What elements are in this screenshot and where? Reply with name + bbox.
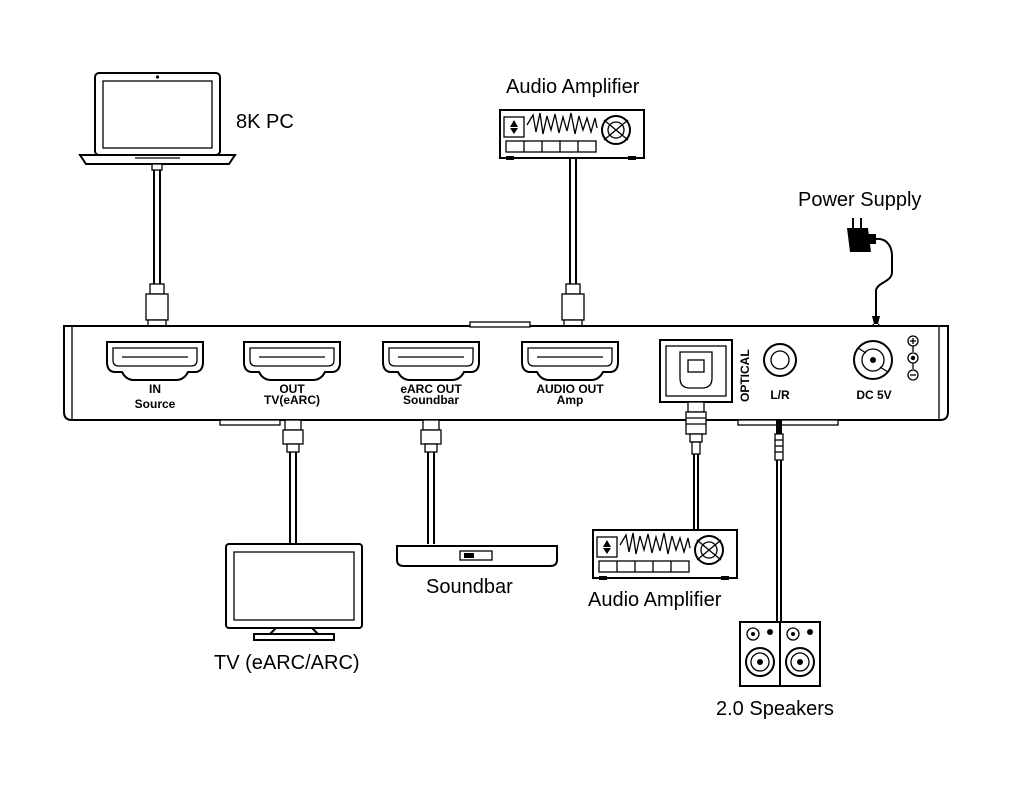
tv-label: TV (eARC/ARC): [214, 652, 360, 674]
tv-hdmi-cable: [282, 419, 304, 544]
soundbar-icon: [396, 545, 558, 567]
optical-port: [659, 339, 733, 403]
polarity-icon: [907, 335, 919, 381]
amplifier-bottom-icon: [592, 529, 738, 580]
port-out-sublabel: TV(eARC): [264, 393, 320, 407]
optical-cable: [685, 401, 707, 530]
port-out-label: OUT: [279, 382, 305, 396]
port-audio-label: AUDIO OUT: [536, 382, 604, 396]
speakers-icon: [739, 621, 821, 687]
power-cable: [872, 237, 893, 332]
port-earc-sublabel: Soundbar: [403, 393, 459, 407]
pc-label: 8K PC: [236, 111, 294, 133]
soundbar-label: Soundbar: [426, 576, 513, 598]
amplifier-top-icon: [499, 109, 645, 160]
hdmi-audio-out-port: [521, 341, 619, 381]
port-in-label: IN: [149, 382, 161, 396]
port-audio-sublabel: Amp: [557, 393, 584, 407]
hdmi-out-tv-port: [243, 341, 341, 381]
dc-label: DC 5V: [856, 388, 891, 402]
audio-35mm-cable: [774, 420, 784, 622]
port-earc-label: eARC OUT: [400, 382, 462, 396]
hdmi-earc-out-port: [382, 341, 480, 381]
power-label: Power Supply: [798, 189, 921, 211]
laptop-icon: [78, 72, 237, 165]
optical-label: OPTICAL: [738, 349, 752, 402]
extractor-device: [63, 321, 949, 426]
amp-bottom-label: Audio Amplifier: [588, 589, 722, 611]
dc-power-jack: [853, 340, 893, 380]
amp-top-hdmi-cable: [561, 158, 585, 335]
pc-hdmi-cable: [145, 163, 169, 335]
soundbar-hdmi-cable: [420, 419, 442, 544]
amp-top-label: Audio Amplifier: [506, 76, 640, 98]
speakers-label: 2.0 Speakers: [716, 698, 834, 720]
power-adapter-icon: [847, 218, 876, 252]
tv-icon: [225, 543, 363, 641]
lr-label: L/R: [770, 388, 790, 402]
hdmi-in-port: [106, 341, 204, 381]
lr-audio-jack: [763, 343, 797, 377]
port-in-sublabel: Source: [135, 397, 176, 411]
